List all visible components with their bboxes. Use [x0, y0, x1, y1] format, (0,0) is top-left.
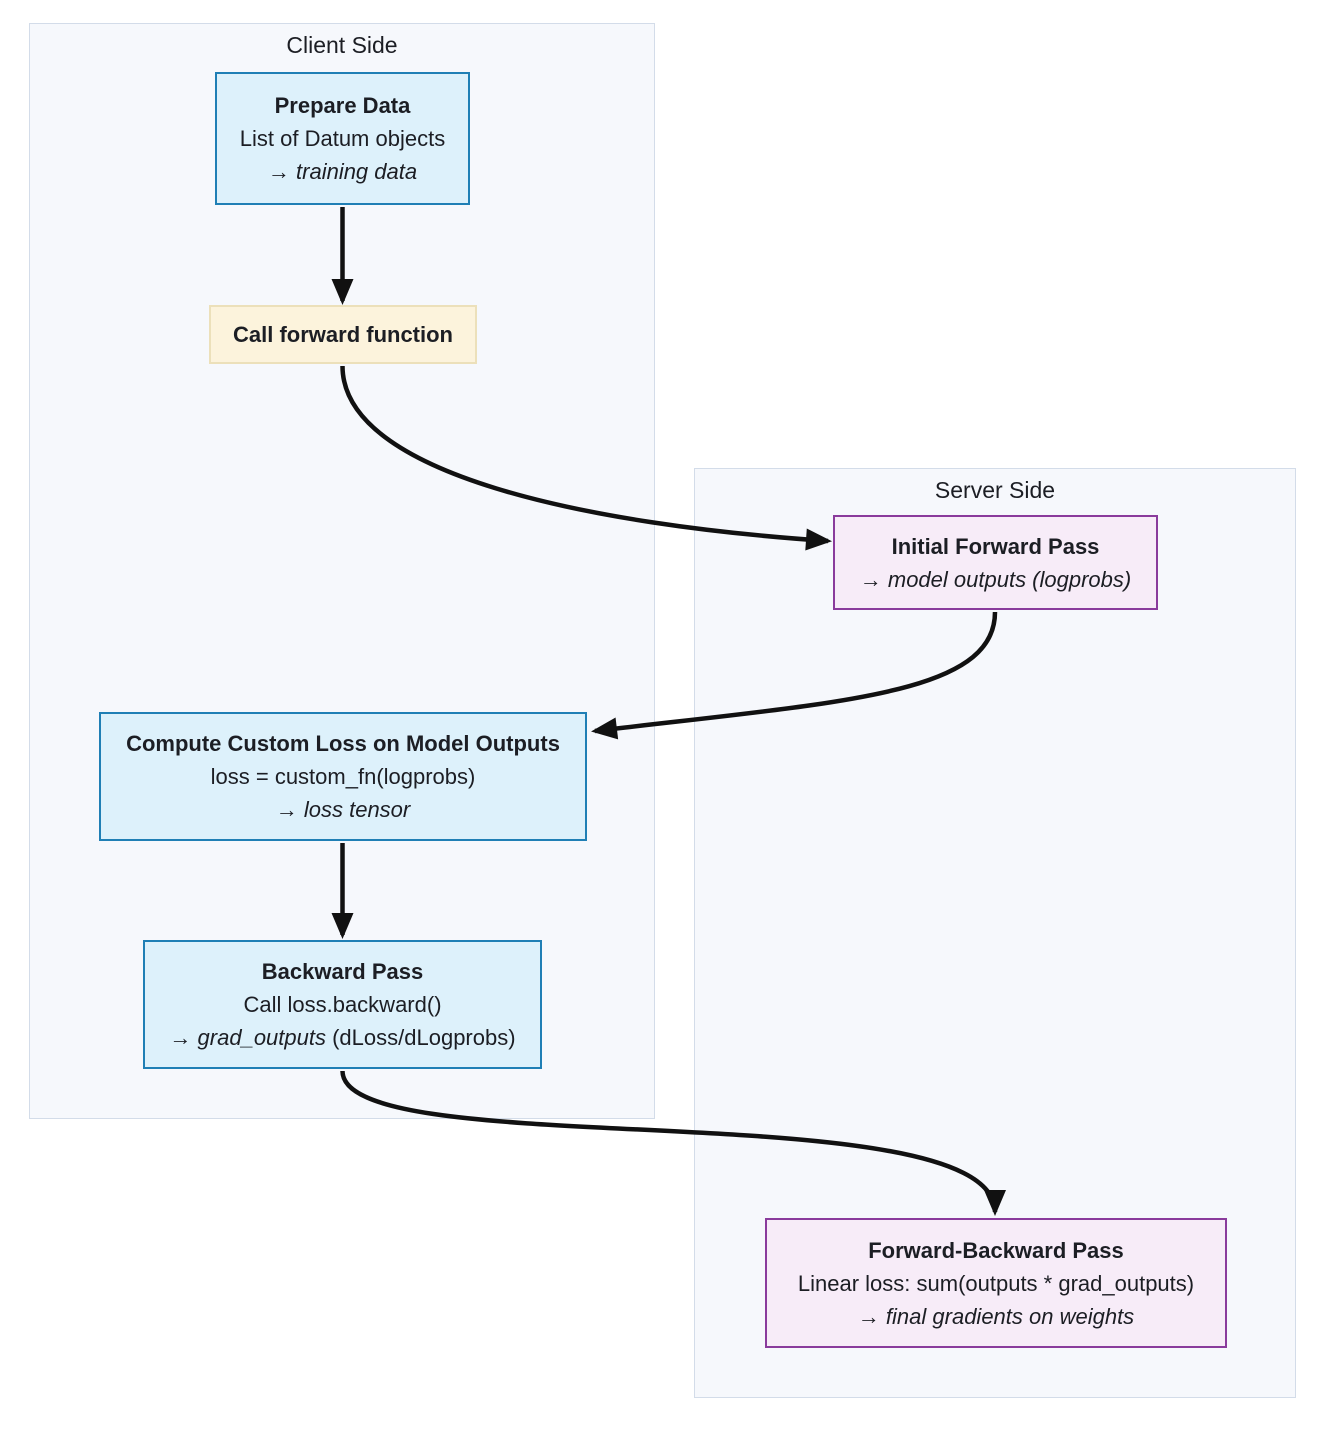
node-compute-loss-title: Compute Custom Loss on Model Outputs — [126, 731, 560, 756]
node-backward-pass: Backward Pass Call loss.backward() → gra… — [143, 940, 542, 1069]
node-backward-pass-result: → grad_outputs (dLoss/dLogprobs) — [169, 1025, 516, 1050]
node-compute-loss-detail: loss = custom_fn(logprobs) — [210, 764, 476, 789]
node-prepare-data-title: Prepare Data — [274, 93, 411, 118]
client-side-label: Client Side — [286, 32, 398, 58]
result-arrow-glyph: → — [267, 159, 290, 184]
result-arrow-glyph: → — [859, 566, 882, 592]
node-forward-backward-result: → final gradients on weights — [857, 1303, 1135, 1329]
node-compute-custom-loss: Compute Custom Loss on Model Outputs los… — [99, 712, 587, 841]
node-prepare-data-result: → training data — [267, 159, 418, 184]
node-compute-loss-result: → loss tensor — [275, 797, 411, 822]
node-initial-forward-result: → model outputs (logprobs) — [859, 566, 1132, 592]
node-forward-backward-title: Forward-Backward Pass — [868, 1237, 1124, 1263]
result-arrow-glyph: → — [857, 1303, 880, 1329]
node-call-forward-title: Call forward function — [233, 322, 453, 347]
node-forward-backward-detail: Linear loss: sum(outputs * grad_outputs) — [797, 1270, 1195, 1296]
node-backward-pass-detail: Call loss.backward() — [243, 992, 442, 1017]
node-initial-forward-title: Initial Forward Pass — [891, 533, 1100, 559]
result-arrow-glyph: → — [169, 1025, 192, 1050]
result-arrow-glyph: → — [275, 797, 298, 822]
node-call-forward-function: Call forward function — [209, 305, 477, 364]
node-prepare-data-detail: List of Datum objects — [239, 126, 446, 151]
node-prepare-data: Prepare Data List of Datum objects → tra… — [215, 72, 470, 205]
node-forward-backward-pass: Forward-Backward Pass Linear loss: sum(o… — [765, 1218, 1227, 1348]
node-initial-forward-pass: Initial Forward Pass → model outputs (lo… — [833, 515, 1158, 610]
node-backward-pass-title: Backward Pass — [261, 959, 424, 984]
server-side-label: Server Side — [934, 477, 1056, 503]
